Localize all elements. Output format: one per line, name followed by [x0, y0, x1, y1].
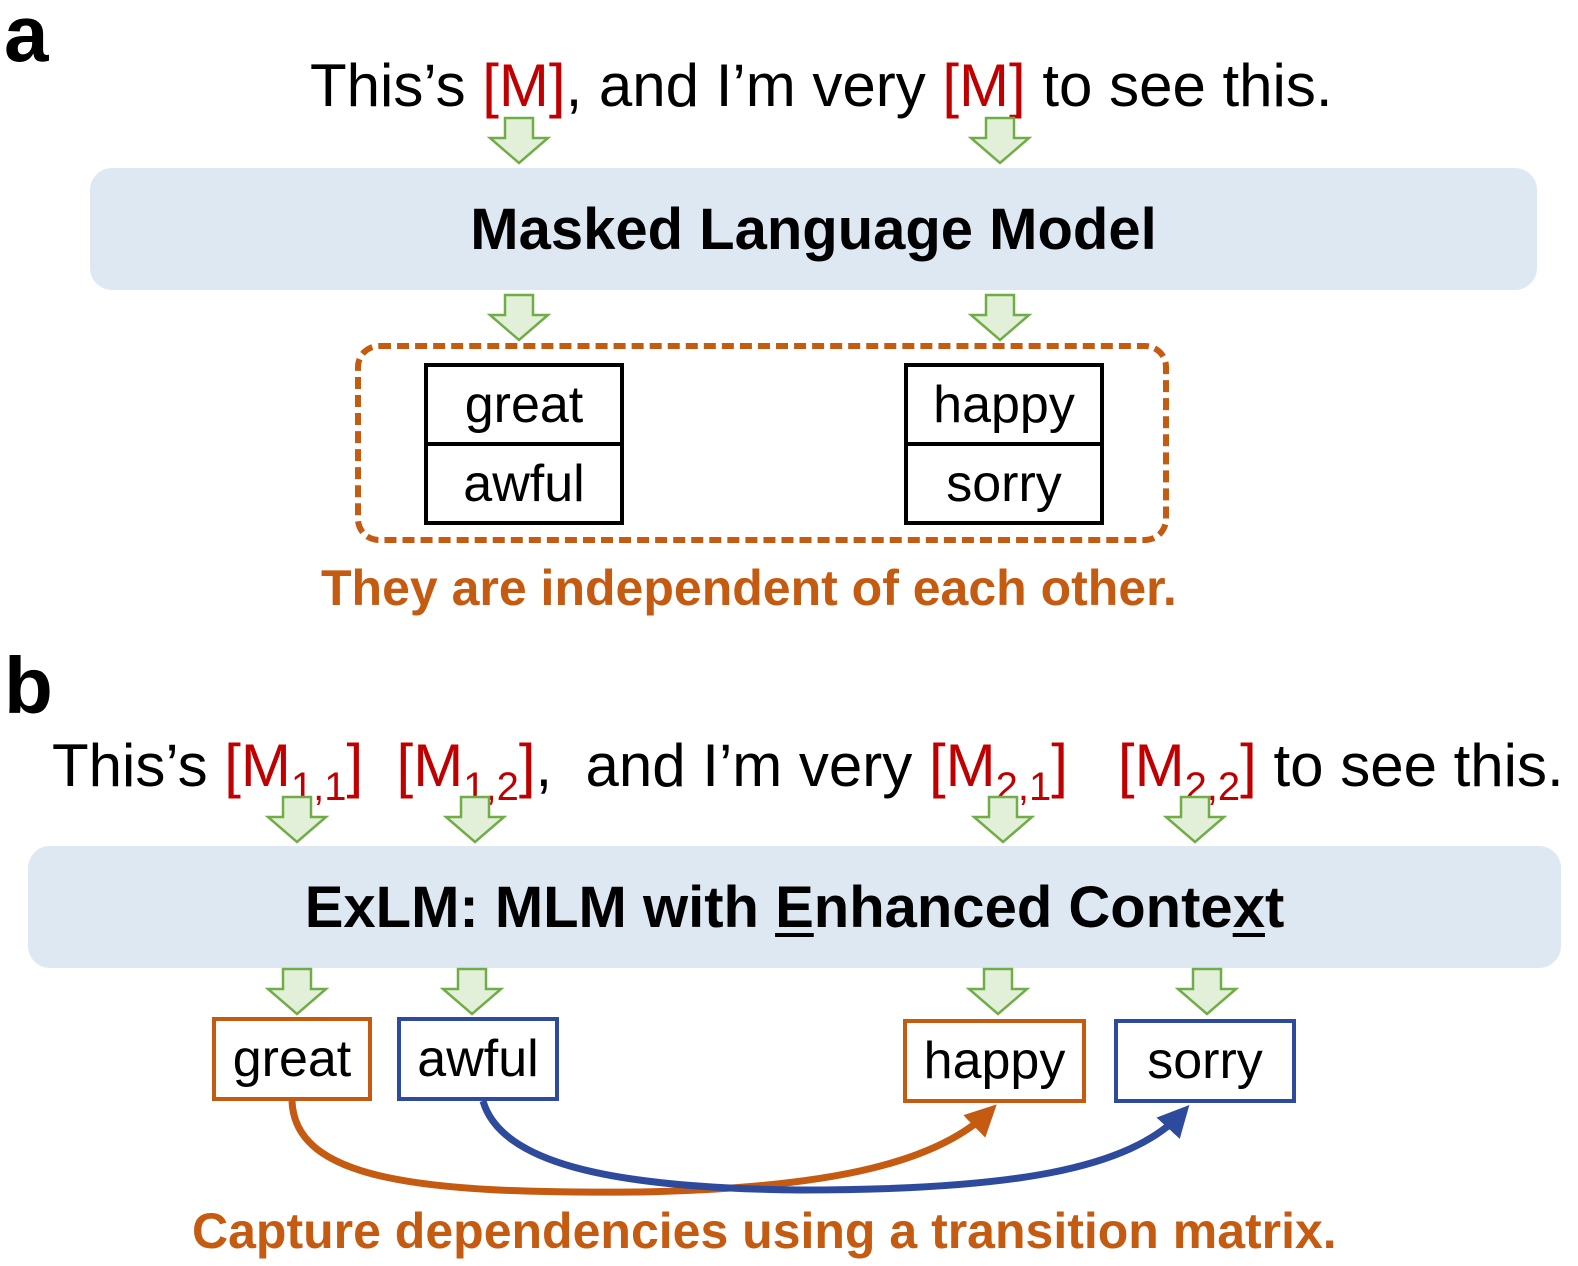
transition-note: Capture dependencies using a transition …: [192, 1203, 1337, 1259]
exlm-model-title: ExLM: MLM with Enhanced Context: [304, 874, 1285, 940]
down-arrow-icon: [1162, 795, 1228, 844]
dependency-arrow-blue: [479, 1099, 1190, 1194]
exlm-model-box: ExLM: MLM with Enhanced Context: [28, 846, 1561, 968]
sentence-text: This’s: [310, 52, 483, 119]
sentence-text: to see this.: [1256, 732, 1564, 799]
panel-label-a: a: [4, 0, 49, 78]
down-arrow-icon: [264, 795, 330, 844]
down-arrow-icon: [1174, 967, 1240, 1016]
candidate-stack-1: great awful: [424, 363, 624, 525]
panel-label-b: b: [4, 641, 53, 730]
word-box-awful: awful: [397, 1017, 559, 1101]
candidate-stack-2: happy sorry: [904, 363, 1104, 525]
down-arrow-icon: [486, 293, 552, 342]
input-sentence-b: This’s [M1,1] [M1,2], and I’m very [M2,1…: [52, 736, 1564, 808]
candidate-word: sorry: [908, 442, 1100, 521]
dependency-arrow-orange: [288, 1100, 997, 1196]
input-sentence-a: This’s [M], and I’m very [M] to see this…: [310, 56, 1333, 116]
independence-note: They are independent of each other.: [321, 560, 1177, 616]
down-arrow-icon: [442, 795, 508, 844]
sentence-text: and I’m very: [552, 732, 929, 799]
candidate-word: great: [464, 375, 584, 434]
candidate-word: happy: [933, 375, 1075, 434]
candidate-word: awful: [428, 442, 620, 521]
down-arrow-icon: [486, 116, 552, 165]
word-box-great: great: [212, 1017, 372, 1101]
down-arrow-icon: [264, 967, 330, 1016]
down-arrow-icon: [967, 116, 1033, 165]
down-arrow-icon: [439, 967, 505, 1016]
sentence-text: , and I’m very: [565, 52, 943, 119]
sentence-text: ,: [535, 732, 553, 799]
mlm-model-box: Masked Language Model: [90, 168, 1537, 290]
sentence-text: This’s: [52, 732, 225, 799]
down-arrow-icon: [965, 967, 1031, 1016]
mask-token: [M]: [942, 52, 1026, 119]
down-arrow-icon: [967, 293, 1033, 342]
down-arrow-icon: [970, 795, 1036, 844]
mask-token: [M]: [482, 52, 566, 119]
word-box-happy: happy: [903, 1019, 1086, 1103]
mask-token-2-1: [M2,1]: [928, 732, 1068, 809]
sentence-text: to see this.: [1025, 52, 1333, 119]
word-box-sorry: sorry: [1114, 1019, 1296, 1103]
mlm-model-title: Masked Language Model: [470, 196, 1157, 262]
mask-token-2-2: [M2,2]: [1117, 732, 1257, 809]
independent-group-box: [355, 343, 1169, 543]
